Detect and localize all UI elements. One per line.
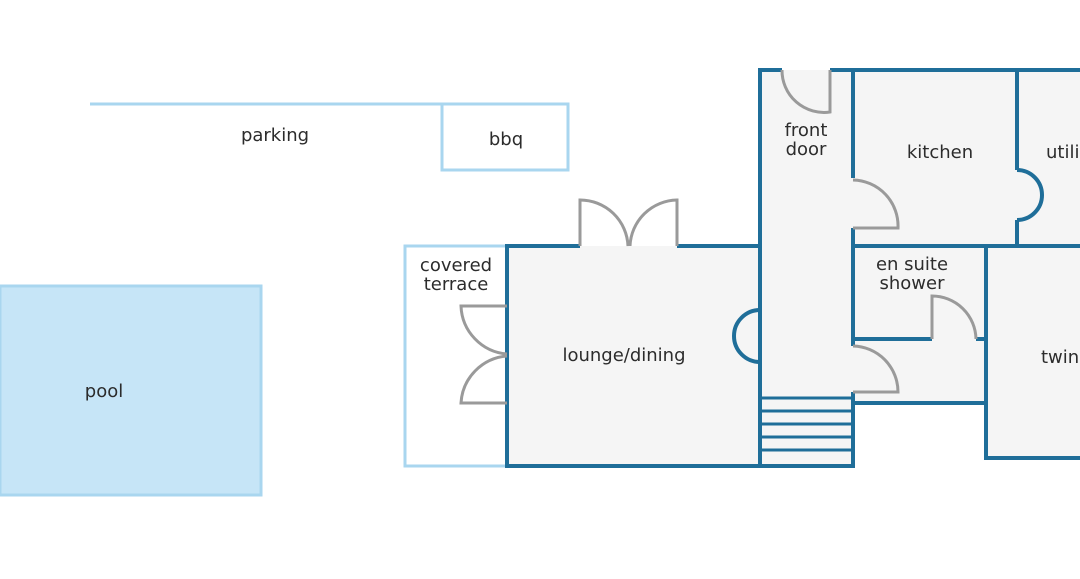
lounge-floor bbox=[507, 246, 760, 466]
walls bbox=[505, 68, 1080, 468]
bbq-label: bbq bbox=[489, 129, 523, 150]
twin-floor bbox=[986, 246, 1080, 458]
twin-walls bbox=[853, 246, 1080, 460]
lounge-walls bbox=[505, 244, 762, 468]
hall-floor bbox=[760, 70, 853, 466]
stairs bbox=[762, 396, 851, 452]
kitchen-label: kitchen bbox=[907, 142, 973, 163]
terrace-door-top bbox=[459, 304, 508, 356]
pool-label: pool bbox=[85, 381, 123, 402]
front-door-label-line2: door bbox=[786, 139, 827, 160]
utility-label: utili bbox=[1046, 142, 1079, 163]
kitchen-floor bbox=[853, 70, 1017, 246]
bbq-area bbox=[440, 102, 570, 172]
front-door-label-line1: front bbox=[785, 120, 828, 141]
shower-door bbox=[930, 294, 978, 340]
outdoor-areas bbox=[0, 102, 570, 497]
parking-label: parking bbox=[241, 125, 309, 146]
floor-fills bbox=[507, 70, 1080, 466]
shower-floor bbox=[853, 246, 986, 339]
lounge-dining-label: lounge/dining bbox=[562, 345, 685, 366]
utility-walls bbox=[1017, 68, 1080, 248]
en-suite-shower-label-line1: en suite bbox=[876, 254, 948, 275]
covered-terrace-label-line2: terrace bbox=[424, 274, 489, 295]
front-door bbox=[780, 69, 832, 114]
doors bbox=[459, 69, 978, 405]
twin-label: twin bbox=[1041, 347, 1079, 368]
covered-terrace-label-line1: covered bbox=[420, 255, 492, 276]
lounge-niche bbox=[732, 308, 761, 364]
en-suite-shower-label-line2: shower bbox=[880, 273, 946, 294]
lounge-french-door-right bbox=[628, 198, 679, 247]
twin-door bbox=[852, 344, 900, 394]
niches bbox=[732, 168, 1044, 364]
pool bbox=[0, 284, 263, 497]
utility-niche bbox=[1016, 168, 1044, 222]
room-labels: parking bbq pool covered terrace lounge/… bbox=[85, 120, 1080, 402]
lounge-french-door-left bbox=[578, 198, 630, 247]
terrace-door-bottom bbox=[459, 354, 508, 405]
kitchen-door bbox=[852, 178, 900, 230]
